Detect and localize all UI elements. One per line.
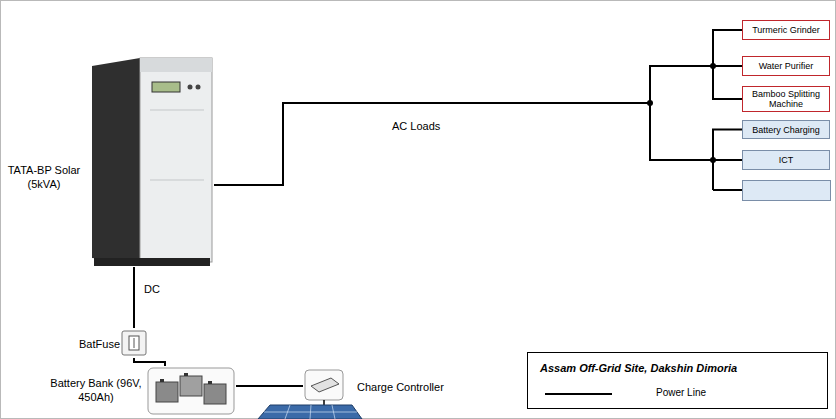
site-title: Assam Off-Grid Site, Dakshin Dimoria — [540, 362, 737, 374]
power-line — [214, 103, 742, 185]
legend-line-sample — [545, 393, 612, 395]
inverter-illustration — [92, 58, 212, 266]
node-text: TATA-BP Solar (5kVA) — [2, 163, 86, 191]
power-line — [214, 30, 742, 185]
node-text: Turmeric Grinder — [752, 25, 820, 35]
branch-wire — [713, 189, 742, 191]
node-text: Battery Bank (96V, 450Ah) — [50, 376, 142, 404]
load-box: ICT — [742, 150, 830, 170]
load-box: Turmeric Grinder — [742, 20, 830, 40]
node-text: ICT — [779, 155, 794, 165]
node-text: BatFuse — [64, 337, 120, 351]
battery-icon — [148, 368, 234, 414]
node-text: Battery Charging — [752, 125, 820, 135]
battery-node: Battery Bank (96V, 450Ah) — [50, 366, 236, 416]
empty-load-box — [743, 181, 831, 201]
power-line — [214, 103, 742, 185]
power-line — [214, 66, 742, 185]
power-line — [214, 66, 742, 185]
power-line — [134, 358, 165, 366]
bus-label: AC Loads — [392, 120, 440, 132]
node-text: Bamboo Splitting Machine — [746, 89, 826, 109]
power-line — [134, 267, 135, 328]
solar-panel — [258, 405, 362, 419]
power-line — [236, 386, 303, 387]
legend-box — [527, 352, 828, 409]
controller-node: Charge Controller — [303, 368, 478, 402]
fuse-node: BatFuse — [62, 328, 150, 358]
load-box: Battery Charging — [742, 120, 830, 139]
load-box: Water Purifier — [742, 56, 830, 76]
inverter-node: TATA-BP Solar (5kVA) — [2, 55, 214, 267]
dc-label: DC — [144, 283, 160, 295]
fuse-icon — [122, 331, 146, 355]
controller-icon — [305, 370, 343, 405]
branch-wire — [712, 160, 714, 190]
node-text: Charge Controller — [357, 380, 475, 394]
node-text: Water Purifier — [759, 61, 814, 71]
load-box: Bamboo Splitting Machine — [742, 86, 830, 112]
legend-text: Power Line — [656, 387, 706, 398]
